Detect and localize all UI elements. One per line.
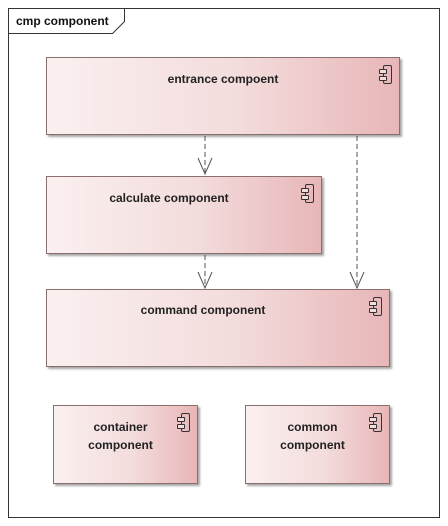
- frame-label: cmp component: [16, 14, 109, 28]
- component-icon: [369, 413, 383, 433]
- component-icon: [369, 297, 383, 317]
- component-label-line1: container: [93, 420, 148, 434]
- arrowhead-command-left: [197, 271, 213, 290]
- component-icon: [301, 184, 315, 204]
- component-command[interactable]: command component: [46, 289, 390, 367]
- component-label-line1: common: [287, 420, 338, 434]
- arrowhead-command-right: [349, 271, 365, 290]
- frame-tab: [8, 8, 125, 34]
- component-icon: [177, 413, 191, 433]
- frame-border: [8, 8, 440, 518]
- component-entrance[interactable]: entrance compoent: [46, 57, 400, 135]
- component-label: calculate component: [109, 191, 229, 205]
- component-container[interactable]: container component: [53, 405, 198, 484]
- component-common[interactable]: common component: [245, 405, 390, 484]
- component-label-line2: component: [280, 438, 345, 452]
- component-label: command component: [140, 303, 266, 317]
- component-icon: [379, 65, 393, 85]
- arrowhead-calculate: [197, 157, 213, 176]
- component-label: entrance compoent: [167, 72, 279, 86]
- component-label-line2: component: [88, 438, 153, 452]
- component-calculate[interactable]: calculate component: [46, 176, 322, 254]
